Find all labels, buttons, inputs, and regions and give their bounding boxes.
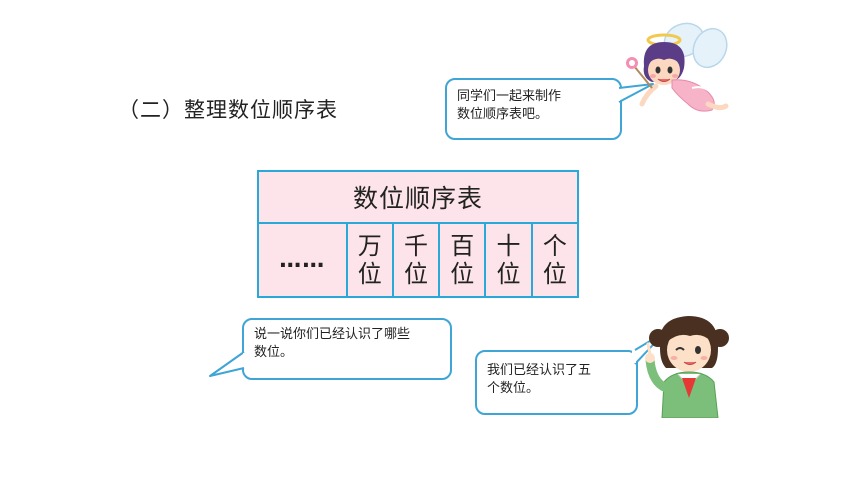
place-cell-top: 万 — [357, 232, 382, 260]
place-cell-thousands: 千 位 — [391, 222, 441, 298]
place-cell-bottom: 位 — [357, 260, 382, 288]
place-cell-ones: 个 位 — [530, 222, 580, 298]
place-cell-top: 个 — [542, 232, 567, 260]
fairy-illustration — [626, 22, 729, 112]
place-cell-ten-thousands: 万 位 — [345, 222, 394, 298]
girl-speech-text: 我们已经认识了五 个数位。 — [487, 363, 592, 396]
girl-illustration — [645, 316, 729, 418]
place-cell-top: 百 — [450, 232, 475, 260]
fairy-speech-bubble: 同学们一起来制作 数位顺序表吧。 — [445, 78, 654, 140]
table-title: 数位顺序表 — [257, 170, 579, 224]
fairy-bubble-tail — [616, 83, 654, 103]
girl-speech-bubble: 我们已经认识了五 个数位。 — [475, 331, 666, 415]
place-cell-bottom: 位 — [450, 260, 475, 288]
place-value-order-table: 数位顺序表 …… 万 位 千 位 百 位 十 位 个 位 — [257, 170, 580, 298]
place-cell-tens: 十 位 — [484, 222, 533, 298]
place-cell-top: 千 — [403, 232, 428, 260]
table-row: …… 万 位 千 位 百 位 十 位 个 位 — [257, 222, 580, 298]
place-cell-hundreds: 百 位 — [438, 222, 487, 298]
fairy-speech-text: 同学们一起来制作 数位顺序表吧。 — [457, 89, 562, 122]
section-title: （二）整理数位顺序表 — [118, 98, 338, 122]
left-speech-bubble: 说一说你们已经认识了哪些 数位。 — [209, 318, 452, 380]
place-cell-bottom: 位 — [542, 260, 567, 288]
left-speech-text: 说一说你们已经认识了哪些 数位。 — [254, 327, 411, 360]
place-cell-bottom: 位 — [403, 260, 428, 288]
place-cell-bottom: 位 — [496, 260, 521, 288]
place-cell-top: 十 — [496, 232, 521, 260]
left-bubble-tail — [209, 351, 248, 377]
ellipsis-cell: …… — [257, 222, 348, 298]
